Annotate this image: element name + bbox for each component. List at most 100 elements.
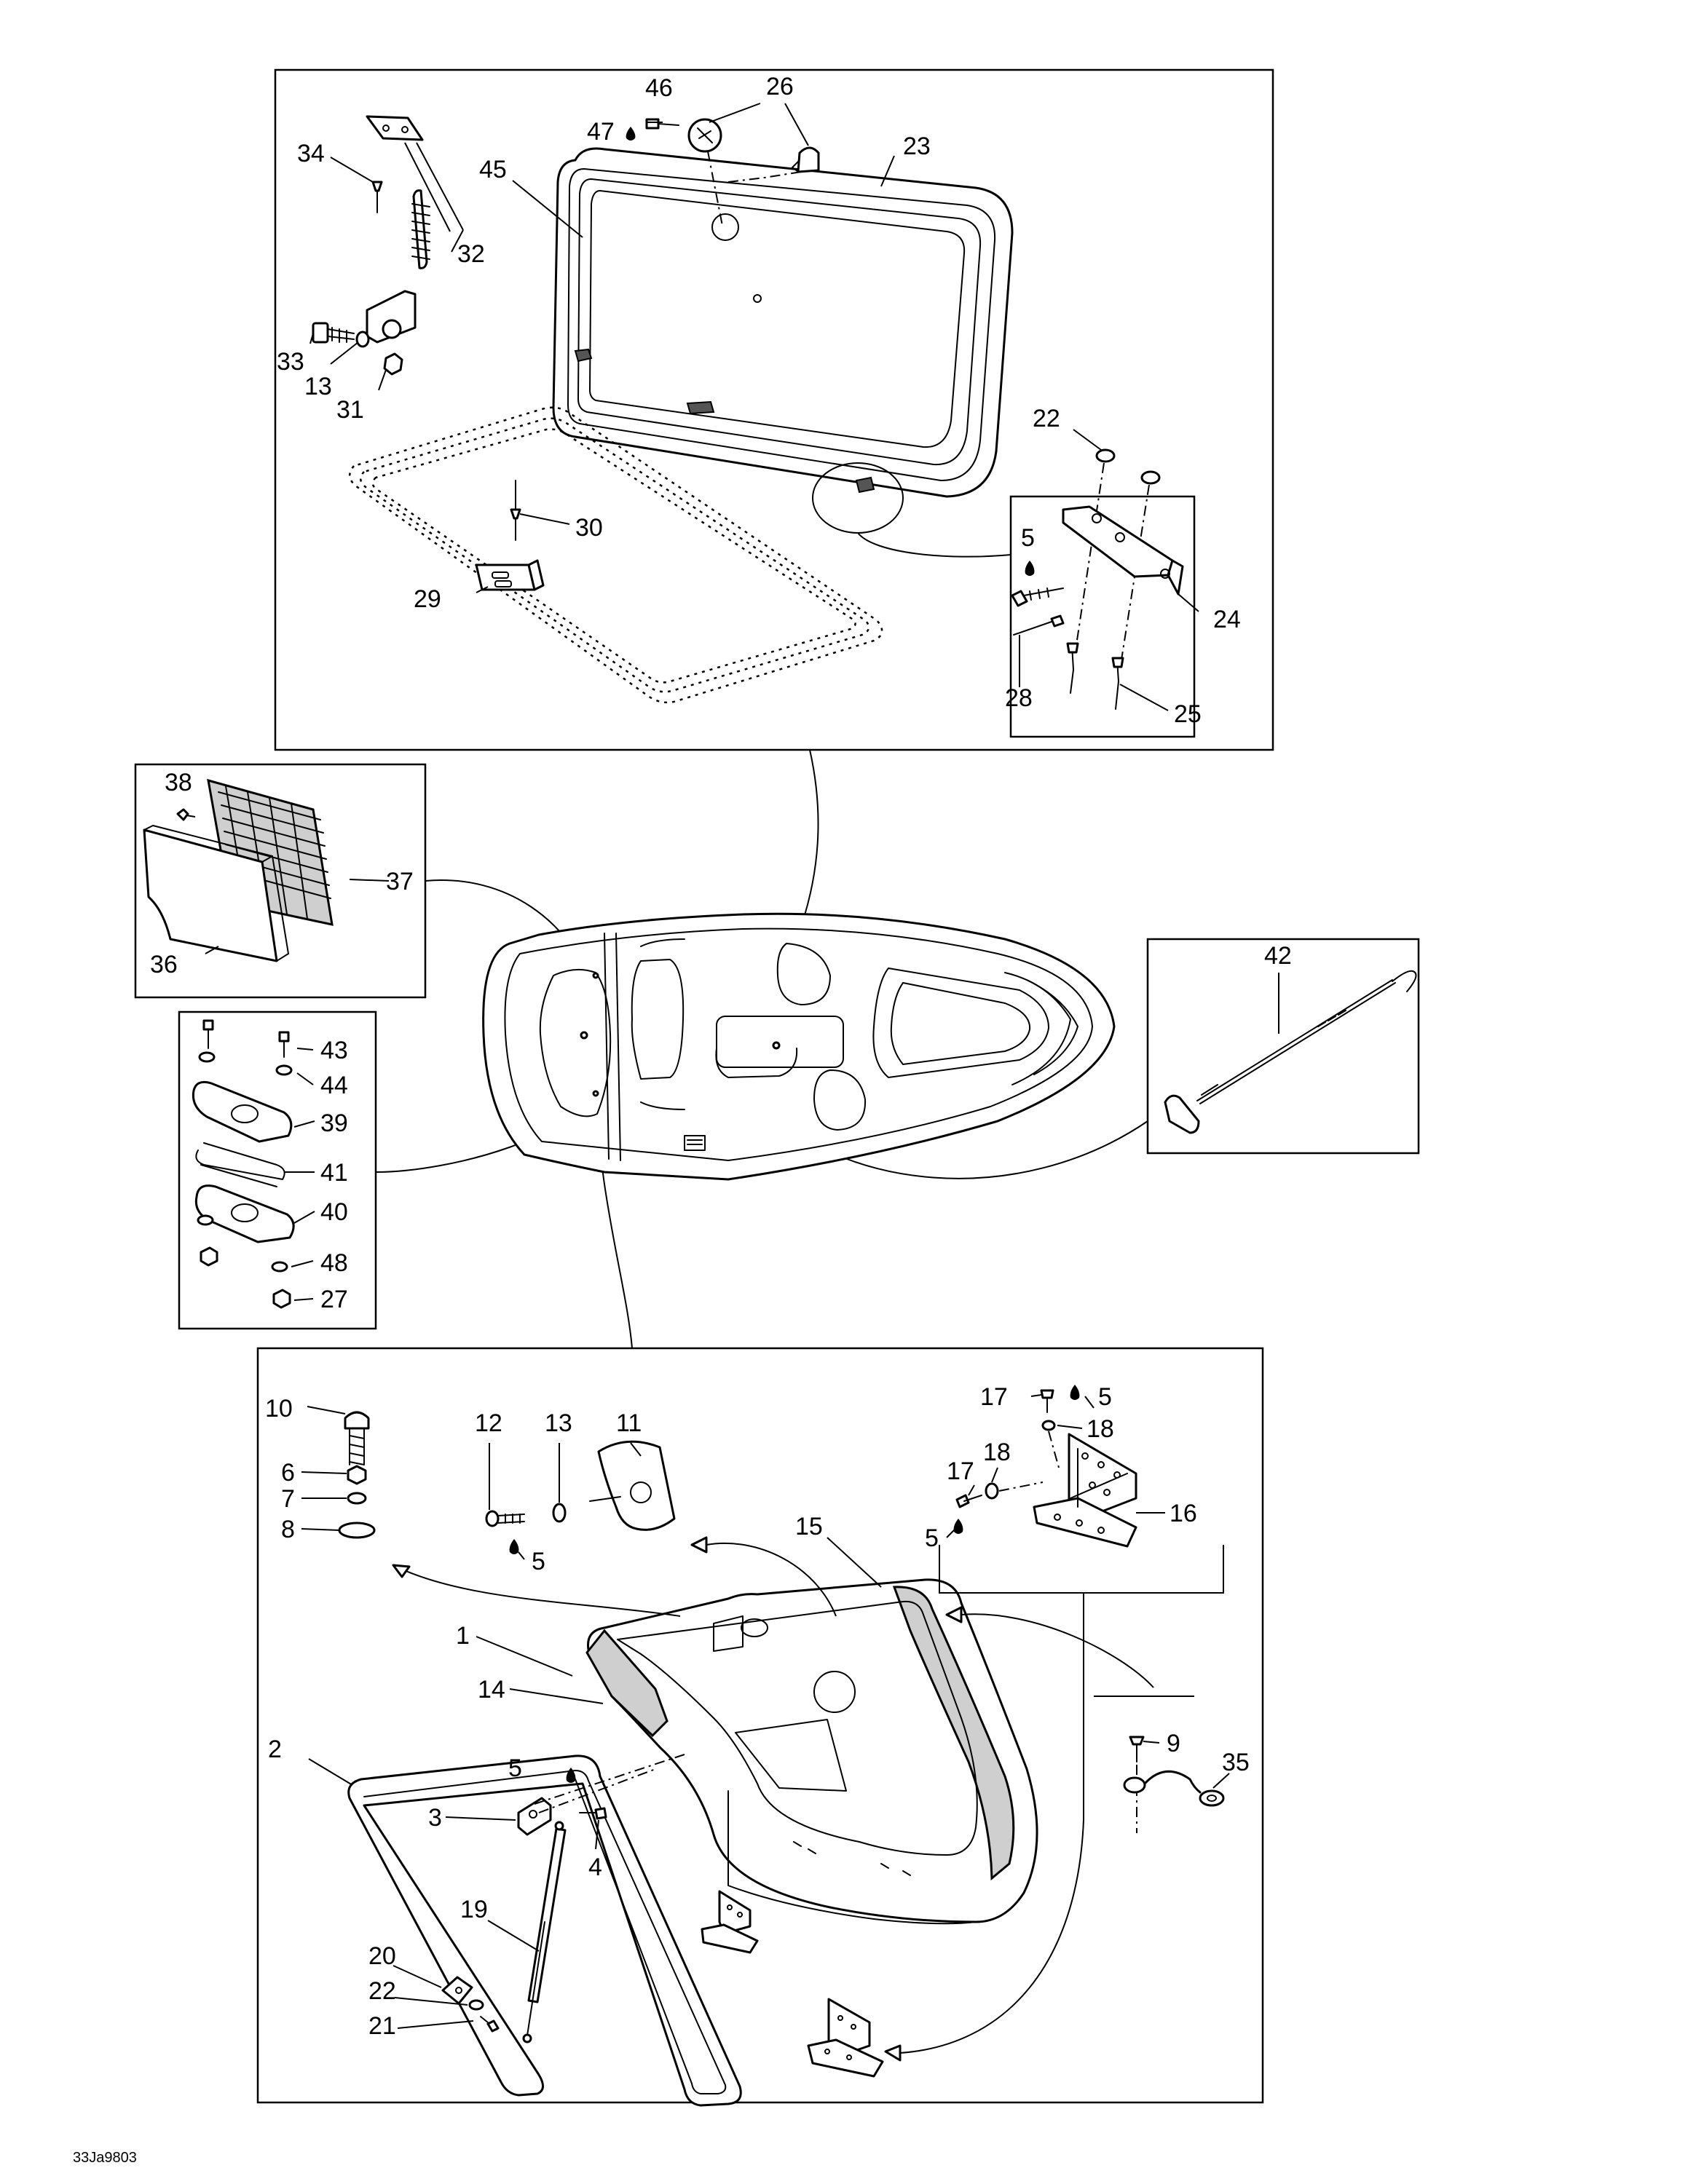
callout-1: 1 xyxy=(456,1622,470,1650)
top-storage-cover-frame xyxy=(274,68,1274,751)
callout-22-bottom: 22 xyxy=(368,1977,396,2005)
callout-35: 35 xyxy=(1222,1749,1250,1776)
arrowhead-cover-hinge xyxy=(945,1606,963,1623)
deck-opening-outline xyxy=(349,406,883,704)
callout-25: 25 xyxy=(1174,700,1202,728)
callout-44: 44 xyxy=(320,1072,348,1099)
callout-labels: 46 47 26 23 45 34 32 33 13 31 30 29 22 5… xyxy=(73,73,1292,2166)
knob-axis xyxy=(707,151,723,226)
rivet-28 xyxy=(1013,614,1065,636)
callout-38: 38 xyxy=(165,769,192,796)
rivet-34 xyxy=(371,181,383,213)
bumper-8 xyxy=(338,1522,376,1539)
callout-39: 39 xyxy=(320,1109,348,1137)
hinge-lower-a xyxy=(701,1890,759,1954)
front-storage-cover-frame xyxy=(256,1347,1264,2104)
callout-8: 8 xyxy=(281,1516,295,1543)
callout-17-b: 17 xyxy=(947,1457,974,1485)
hinge-32 xyxy=(366,115,430,344)
screw-4 xyxy=(579,1807,607,1820)
callout-30: 30 xyxy=(575,514,603,542)
callout-18-b: 18 xyxy=(983,1439,1011,1466)
callout-5-a: 5 xyxy=(1021,524,1035,552)
callout-27: 27 xyxy=(320,1286,348,1313)
drawing-reference: 33Ja9803 xyxy=(73,2150,137,2166)
callout-2: 2 xyxy=(268,1736,282,1763)
callout-42: 42 xyxy=(1264,942,1292,970)
arrow-to-cover-hinge xyxy=(961,1613,1154,1688)
callout-6: 6 xyxy=(281,1459,295,1487)
gasket-2 xyxy=(347,1754,742,2107)
callout-41: 41 xyxy=(320,1159,348,1187)
knob-26 xyxy=(687,118,820,173)
callout-48: 48 xyxy=(320,1249,348,1277)
callout-14: 14 xyxy=(478,1676,505,1704)
callout-3: 3 xyxy=(428,1804,442,1832)
threadlocker-drop-47 xyxy=(626,127,636,141)
bracket-group-line xyxy=(939,1545,1224,1594)
rivet-21 xyxy=(480,2016,500,2033)
callout-15: 15 xyxy=(795,1513,823,1540)
callout-7: 7 xyxy=(281,1485,295,1513)
washer-22b xyxy=(1140,470,1161,485)
screw-12 xyxy=(485,1510,525,1527)
callout-32: 32 xyxy=(457,240,485,268)
washer-13-bottom xyxy=(552,1503,567,1523)
rivets-25 xyxy=(1066,642,1124,710)
callout-47: 47 xyxy=(587,118,615,146)
callout-13-bottom: 13 xyxy=(545,1409,572,1437)
bolt-33 xyxy=(312,322,355,344)
screw-17a xyxy=(1040,1389,1054,1413)
hinge-bumper-frame xyxy=(178,1010,377,1330)
callout-34: 34 xyxy=(297,140,325,167)
hinge-block-11 xyxy=(589,1440,676,1531)
arrow-to-8 xyxy=(393,1564,681,1617)
arrow-to-11 xyxy=(706,1542,837,1617)
callout-13-top: 13 xyxy=(304,373,332,400)
nut-6 xyxy=(347,1465,367,1485)
hinge-16 xyxy=(1033,1433,1137,1548)
washer-22-bottom xyxy=(468,1999,484,2011)
clip-35 xyxy=(1123,1770,1225,1807)
callout-26: 26 xyxy=(766,73,794,100)
bracket-3 xyxy=(517,1754,685,1836)
gas-spring-19 xyxy=(522,1821,567,2043)
screw-17b xyxy=(955,1494,982,1508)
callout-5-d: 5 xyxy=(925,1524,939,1552)
release-cable-42 xyxy=(1164,970,1417,1134)
callout-18-a: 18 xyxy=(1086,1415,1114,1443)
watercraft-top-view xyxy=(482,912,1116,1181)
callout-11: 11 xyxy=(616,1409,642,1437)
arrowhead-lower-hinge xyxy=(884,2044,902,2062)
callout-5-c: 5 xyxy=(1098,1383,1112,1411)
knob-axis-2 xyxy=(727,171,802,183)
callout-5-b: 5 xyxy=(532,1548,545,1575)
bracket-20 xyxy=(441,1976,473,2005)
callout-46: 46 xyxy=(645,74,673,102)
storage-cover-lid xyxy=(552,147,1014,498)
threadlocker-drop-5a xyxy=(1025,561,1035,576)
arrowhead-11 xyxy=(690,1536,708,1554)
storage-cover-1 xyxy=(585,1578,1038,1925)
callout-40: 40 xyxy=(320,1198,348,1226)
callout-33: 33 xyxy=(277,348,304,376)
threadlocker-drop-5d xyxy=(953,1519,963,1534)
washer-13-top xyxy=(355,331,370,348)
callout-leaders xyxy=(186,103,1279,2029)
axis-17b xyxy=(998,1481,1044,1492)
axis-22a xyxy=(1076,462,1105,646)
threadlocker-drop-5b xyxy=(509,1539,519,1554)
leader-32a xyxy=(416,142,464,231)
axis-17a xyxy=(1048,1431,1060,1468)
bumper-bolt-10 xyxy=(344,1411,370,1465)
arrow-to-lower-hinge xyxy=(899,1819,1084,2054)
callout-22-top: 22 xyxy=(1033,405,1060,432)
rivet-30 xyxy=(510,480,521,541)
callout-20: 20 xyxy=(368,1942,396,1970)
callout-23: 23 xyxy=(903,132,931,160)
callout-45: 45 xyxy=(479,156,507,183)
washer-18b xyxy=(985,1482,999,1500)
callout-36: 36 xyxy=(150,951,178,978)
foam-block-36 xyxy=(143,825,289,962)
